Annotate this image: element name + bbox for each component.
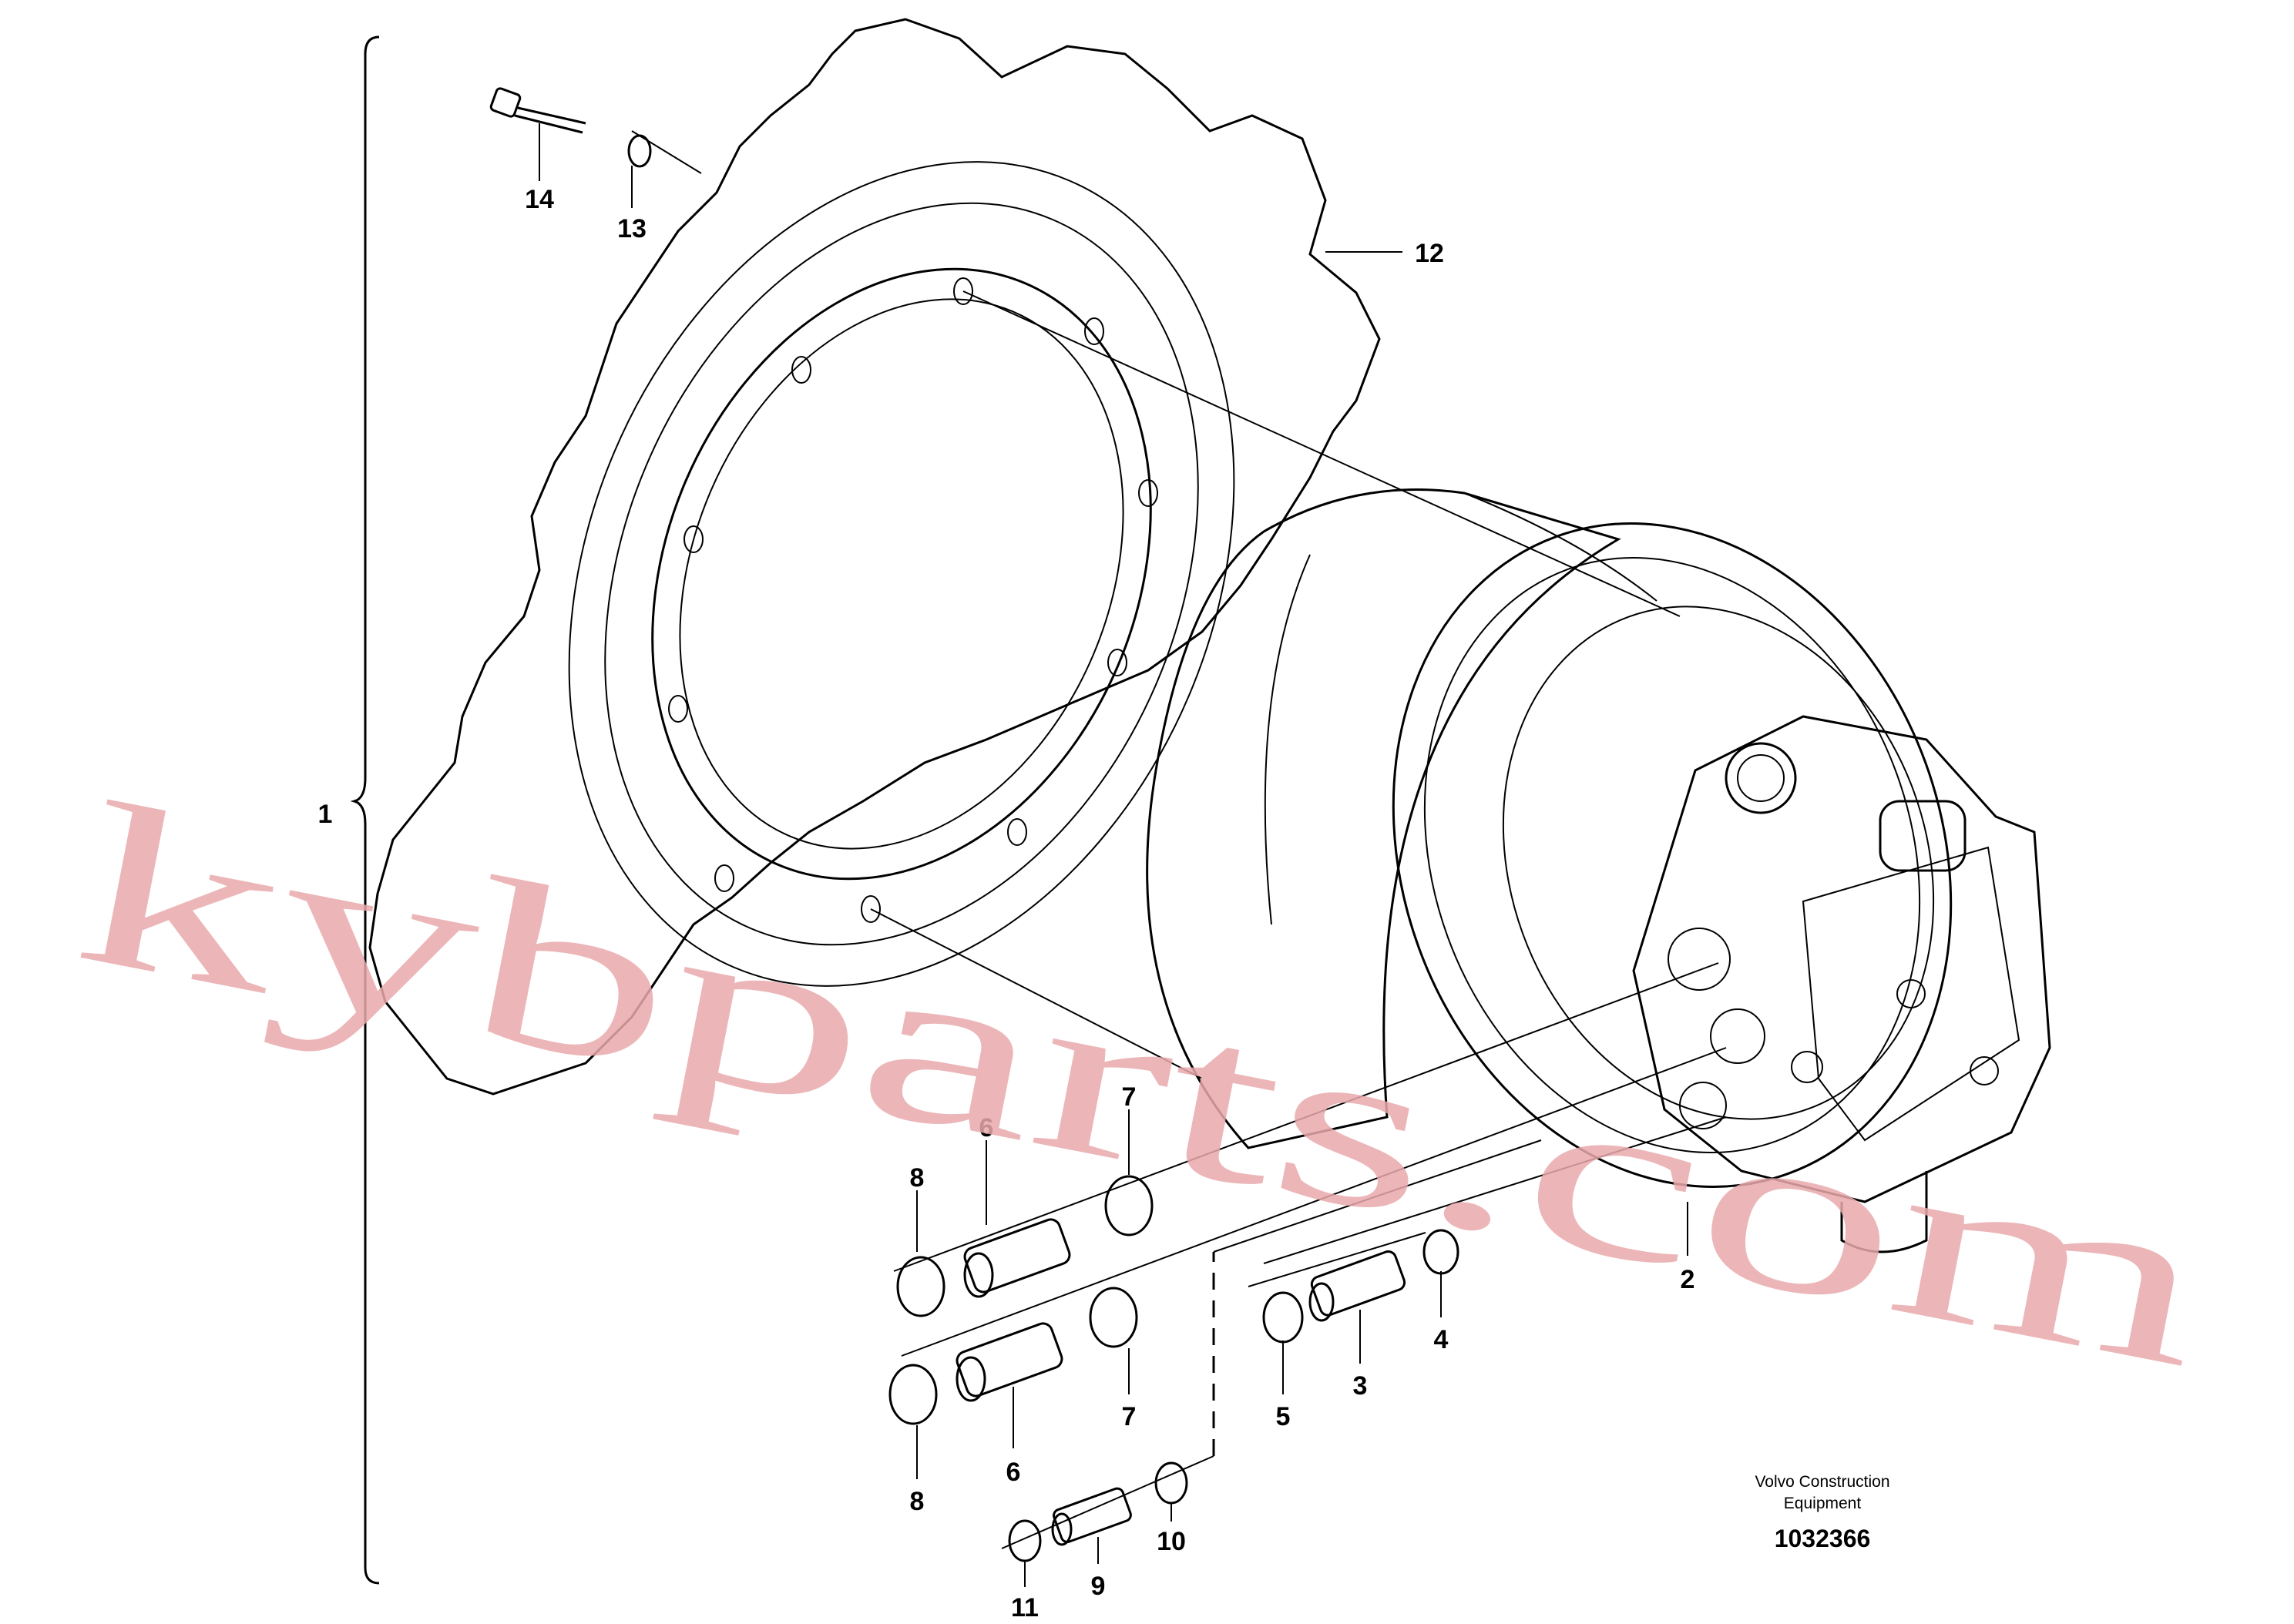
assembly-bracket	[350, 35, 380, 1585]
callout-leaders	[539, 123, 1688, 1587]
valve-block	[1632, 715, 2051, 1253]
o-ring-7a	[1104, 1175, 1154, 1236]
callout-14: 14	[525, 185, 554, 214]
callout-12: 12	[1415, 239, 1444, 268]
washer-13	[627, 134, 652, 168]
bolt-14	[489, 87, 586, 134]
callout-7a: 7	[1122, 1082, 1137, 1112]
o-ring-5	[1262, 1291, 1304, 1344]
callout-13: 13	[617, 214, 647, 243]
sprocket-bolt-holes	[668, 277, 1158, 923]
publisher-line-2: Equipment	[1784, 1495, 1862, 1512]
drawing-number: 1032366	[1775, 1525, 1871, 1552]
o-ring-11	[1008, 1519, 1042, 1562]
o-ring-8b	[888, 1364, 938, 1425]
callout-3: 3	[1353, 1371, 1368, 1401]
watermark: kybparts.com	[59, 753, 2226, 1417]
o-ring-10	[1154, 1461, 1188, 1505]
callout-4: 4	[1434, 1325, 1449, 1354]
fittings	[489, 87, 1459, 1562]
travel-motor	[1146, 488, 2051, 1253]
adapter-6a	[963, 1218, 1071, 1298]
o-ring-8a	[896, 1256, 945, 1317]
callout-8b: 8	[910, 1487, 925, 1516]
callout-9: 9	[1091, 1572, 1106, 1601]
callout-2: 2	[1681, 1265, 1695, 1294]
callouts: 1 2 3 4 5 6 6 7 7 8 8 9 10 11 12 13 14	[318, 185, 1695, 1622]
callout-1: 1	[318, 800, 333, 829]
adapter-9	[1051, 1487, 1132, 1546]
adapter-6b	[956, 1322, 1063, 1402]
callout-11: 11	[1011, 1593, 1039, 1620]
callout-6a: 6	[979, 1113, 994, 1143]
callout-7b: 7	[1122, 1402, 1137, 1431]
callout-5: 5	[1276, 1402, 1291, 1431]
adapter-3	[1308, 1250, 1406, 1322]
publisher-line-1: Volvo Construction	[1755, 1473, 1889, 1491]
publisher-block: Volvo Construction Equipment 1032366	[1755, 1473, 1889, 1552]
sprocket	[368, 18, 1381, 1096]
callout-10: 10	[1157, 1527, 1186, 1556]
callout-6b: 6	[1006, 1458, 1021, 1487]
assembly-lines	[631, 130, 1727, 1549]
callout-8a: 8	[910, 1163, 925, 1193]
o-ring-7b	[1089, 1287, 1138, 1348]
